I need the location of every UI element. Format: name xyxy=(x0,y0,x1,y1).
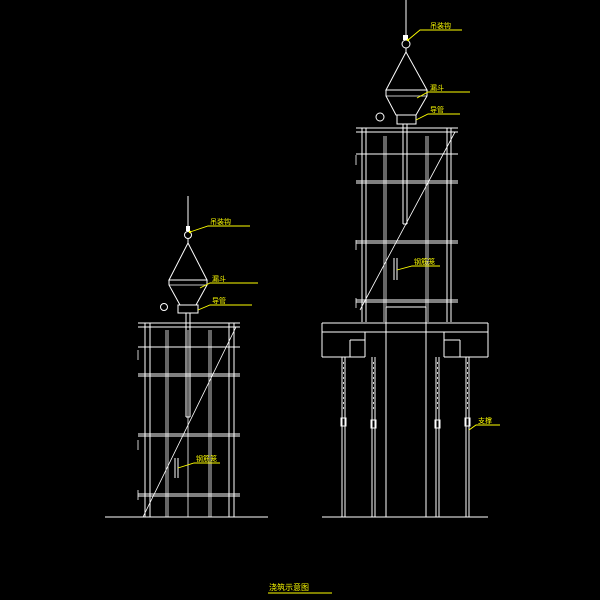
left-hopper xyxy=(168,241,208,314)
right-assembly: 吊装钩 漏斗 导管 钢筋笼 支撑 xyxy=(321,0,500,518)
left-assembly: 吊装钩 漏斗 导管 钢筋笼 xyxy=(105,196,268,518)
label-right-top: 吊装钩 xyxy=(430,21,451,30)
left-leaders xyxy=(177,225,258,469)
left-tremie-pipe xyxy=(185,313,191,418)
right-cage-element xyxy=(393,258,398,280)
right-hopper xyxy=(385,50,428,125)
right-leaders xyxy=(396,29,500,431)
right-support-posts xyxy=(340,357,471,517)
drawing-title: 浇筑示意图 xyxy=(268,582,332,594)
right-tremie-pipe xyxy=(402,124,408,225)
left-cage-element xyxy=(174,458,179,478)
right-deck xyxy=(321,322,489,358)
label-right-support: 支撑 xyxy=(478,416,492,425)
left-hook xyxy=(184,196,192,243)
label-left-hopper: 漏斗 xyxy=(212,274,226,283)
right-pier xyxy=(385,306,427,517)
title-text: 浇筑示意图 xyxy=(269,582,309,592)
label-left-top: 吊装钩 xyxy=(210,217,231,226)
right-marker-circle xyxy=(375,112,385,122)
label-right-pipe: 导管 xyxy=(430,105,444,114)
label-right-mid: 钢筋笼 xyxy=(414,257,435,266)
left-marker-circle xyxy=(160,303,168,311)
label-left-pipe: 导管 xyxy=(212,296,226,305)
right-hook xyxy=(401,0,411,52)
left-scaffold xyxy=(137,322,240,518)
label-left-mid: 钢筋笼 xyxy=(196,454,217,463)
label-right-hopper: 漏斗 xyxy=(430,83,444,92)
